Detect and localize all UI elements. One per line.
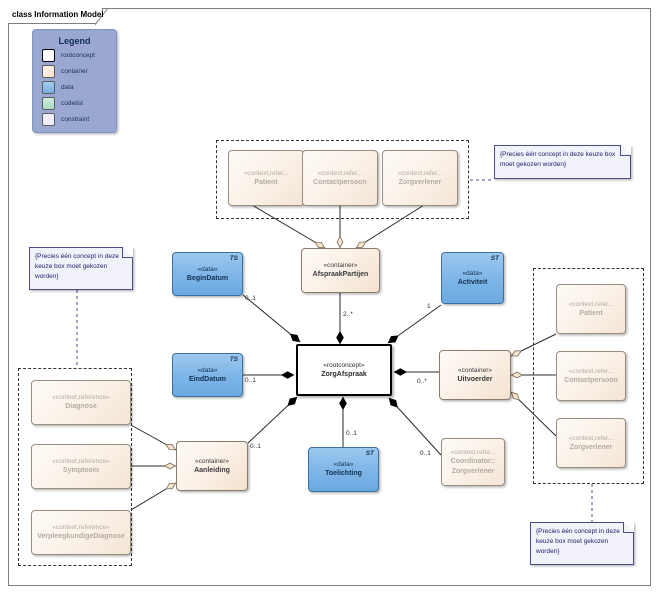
legend-item-constraint: constraint [42,113,116,126]
class-node-zorgverlener-top[interactable]: «context,refer... Zorgverlener [382,150,458,206]
class-name-label: Activiteit [457,278,488,286]
legend-swatch-codelist [42,97,55,110]
legend-swatch-container [42,65,55,78]
class-name-label: ZorgAfspraak [321,370,367,378]
legend-label-codelist: codelist [61,100,84,107]
class-node-toelichting[interactable]: ST «data» Toelichting [308,447,379,492]
stereotype-label: «data» [197,265,218,273]
stereotype-label: «container» [195,457,229,465]
multiplicity-afspraakpartijen: 2..* [343,311,353,318]
note-fold-icon [623,522,634,533]
class-name-label: Coordinator:: [450,458,496,465]
note-text: {Precies één concept in deze keuze box m… [536,528,620,555]
stereotype-label: «context,reference» [52,394,110,402]
diagram-frame-tab-slant [95,8,109,25]
multiplicity-aanleiding: 0..1 [250,443,261,450]
choice-group-afspraakpartijen [216,140,469,219]
class-name-label: Contactpersoon [313,178,367,186]
class-name-label-line2: Zorgverlener [451,467,495,475]
stereotype-label: «context,refer... [450,449,496,456]
class-node-einddatum[interactable]: TS «data» EindDatum [172,353,243,397]
stereotype-label: «context,refer... [243,169,289,177]
stereotype-label: «data» [333,461,354,469]
multiplicity-toelichting: 0..1 [346,430,357,437]
class-node-verpleegkundigediagnose[interactable]: «context,reference» VerpleegkundigeDiagn… [31,510,131,555]
corner-tag: TS [229,255,238,262]
class-name-label: Zorgverlener [398,178,442,186]
stereotype-label: «context,refer... [397,169,443,177]
class-name-label: BeginDatum [186,274,229,282]
stereotype-label: «data» [197,366,218,374]
legend-label-constraint: constraint [61,116,90,123]
legend: Legend rootconcept container data codeli… [32,29,117,133]
note-choice-uitvoerder[interactable]: {Precies één concept in deze keuze box m… [530,522,634,565]
legend-swatch-rootconcept [42,49,55,62]
legend-swatch-constraint [42,113,55,126]
corner-tag: TS [229,356,238,363]
stereotype-label: «context,refer... [317,169,363,177]
legend-item-container: container [42,65,116,78]
legend-item-data: data [42,81,116,94]
stereotype-label: «context,reference» [52,524,110,532]
note-choice-aanleiding[interactable]: {Precies één concept in deze keuze box m… [29,247,133,290]
corner-tag: ST [365,450,374,457]
class-node-contactpersoon-right[interactable]: «context,refer... Contactpersoon [556,351,626,401]
class-name-label: Patient [579,309,603,317]
stereotype-label: «container» [458,366,492,374]
class-node-coordinator-zorgverlener[interactable]: «context,refer... Coordinator:: Zorgverl… [441,438,505,486]
class-node-patient-top[interactable]: «context,refer... Patient [228,150,304,206]
multiplicity-begindatum: 0..1 [245,295,256,302]
multiplicity-einddatum: 0..1 [245,377,256,384]
class-node-aanleiding[interactable]: «container» Aanleiding [176,441,248,491]
stereotype-label: «data» [462,269,483,277]
class-name-label: AfspraakPartijen [312,271,369,279]
multiplicity-coordinator: 0..1 [420,450,431,457]
class-name-label: Zorgverlener [569,443,613,451]
class-node-uitvoerder[interactable]: «container» Uitvoerder [439,350,511,400]
note-choice-afspraakpartijen[interactable]: {Precies één concept in deze keuze box m… [494,145,631,179]
corner-tag: ST [490,255,499,262]
legend-label-data: data [61,84,74,91]
choice-group-uitvoerder [533,268,644,484]
note-fold-icon [122,247,133,258]
legend-item-codelist: codelist [42,97,116,110]
class-name-label: EindDatum [189,375,226,383]
class-name-label: VerpleegkundigeDiagnose [37,533,125,541]
class-node-diagnose[interactable]: «context,reference» Diagnose [31,380,131,425]
legend-title: Legend [58,36,91,46]
class-name-label: Symptoom [62,467,100,475]
stereotype-label: «rootconcept» [323,361,365,369]
note-text: {Precies één concept in deze keuze box m… [35,253,119,280]
class-name-label: Contactpersoon [564,376,618,384]
class-node-begindatum[interactable]: TS «data» BeginDatum [172,252,243,296]
choice-group-aanleiding [18,368,132,566]
stereotype-label: «context,refer... [568,300,614,308]
note-text: {Precies één concept in deze keuze box m… [500,151,616,168]
multiplicity-activiteit: 1 [427,303,431,310]
class-node-zorgafspraak[interactable]: «rootconcept» ZorgAfspraak [296,344,392,396]
class-name-label: Uitvoerder [457,375,493,383]
class-node-afspraakpartijen[interactable]: «container» AfspraakPartijen [301,248,380,293]
class-node-zorgverlener-right[interactable]: «context,refer... Zorgverlener [556,418,626,468]
class-node-patient-right[interactable]: «context,refer... Patient [556,284,626,334]
note-fold-icon [620,145,631,156]
legend-swatch-data [42,81,55,94]
stereotype-label: «context,reference» [52,458,110,466]
class-name-label: Aanleiding [194,466,230,474]
class-name-label: Patient [254,178,278,186]
legend-label-rootconcept: rootconcept [61,52,95,59]
class-node-symptoom[interactable]: «context,reference» Symptoom [31,444,131,489]
stereotype-label: «container» [323,262,358,270]
class-node-activiteit[interactable]: ST «data» Activiteit [441,252,504,304]
class-name-label: Toelichting [325,470,362,478]
page-title: class Information Model [12,10,104,19]
class-name-label: Diagnose [65,403,97,411]
class-node-contactpersoon-top[interactable]: «context,refer... Contactpersoon [302,150,378,206]
multiplicity-uitvoerder: 0..* [417,378,427,385]
stereotype-label: «context,refer... [568,434,614,442]
legend-label-container: container [61,68,88,75]
legend-item-rootconcept: rootconcept [42,49,116,62]
stereotype-label: «context,refer... [568,367,614,375]
